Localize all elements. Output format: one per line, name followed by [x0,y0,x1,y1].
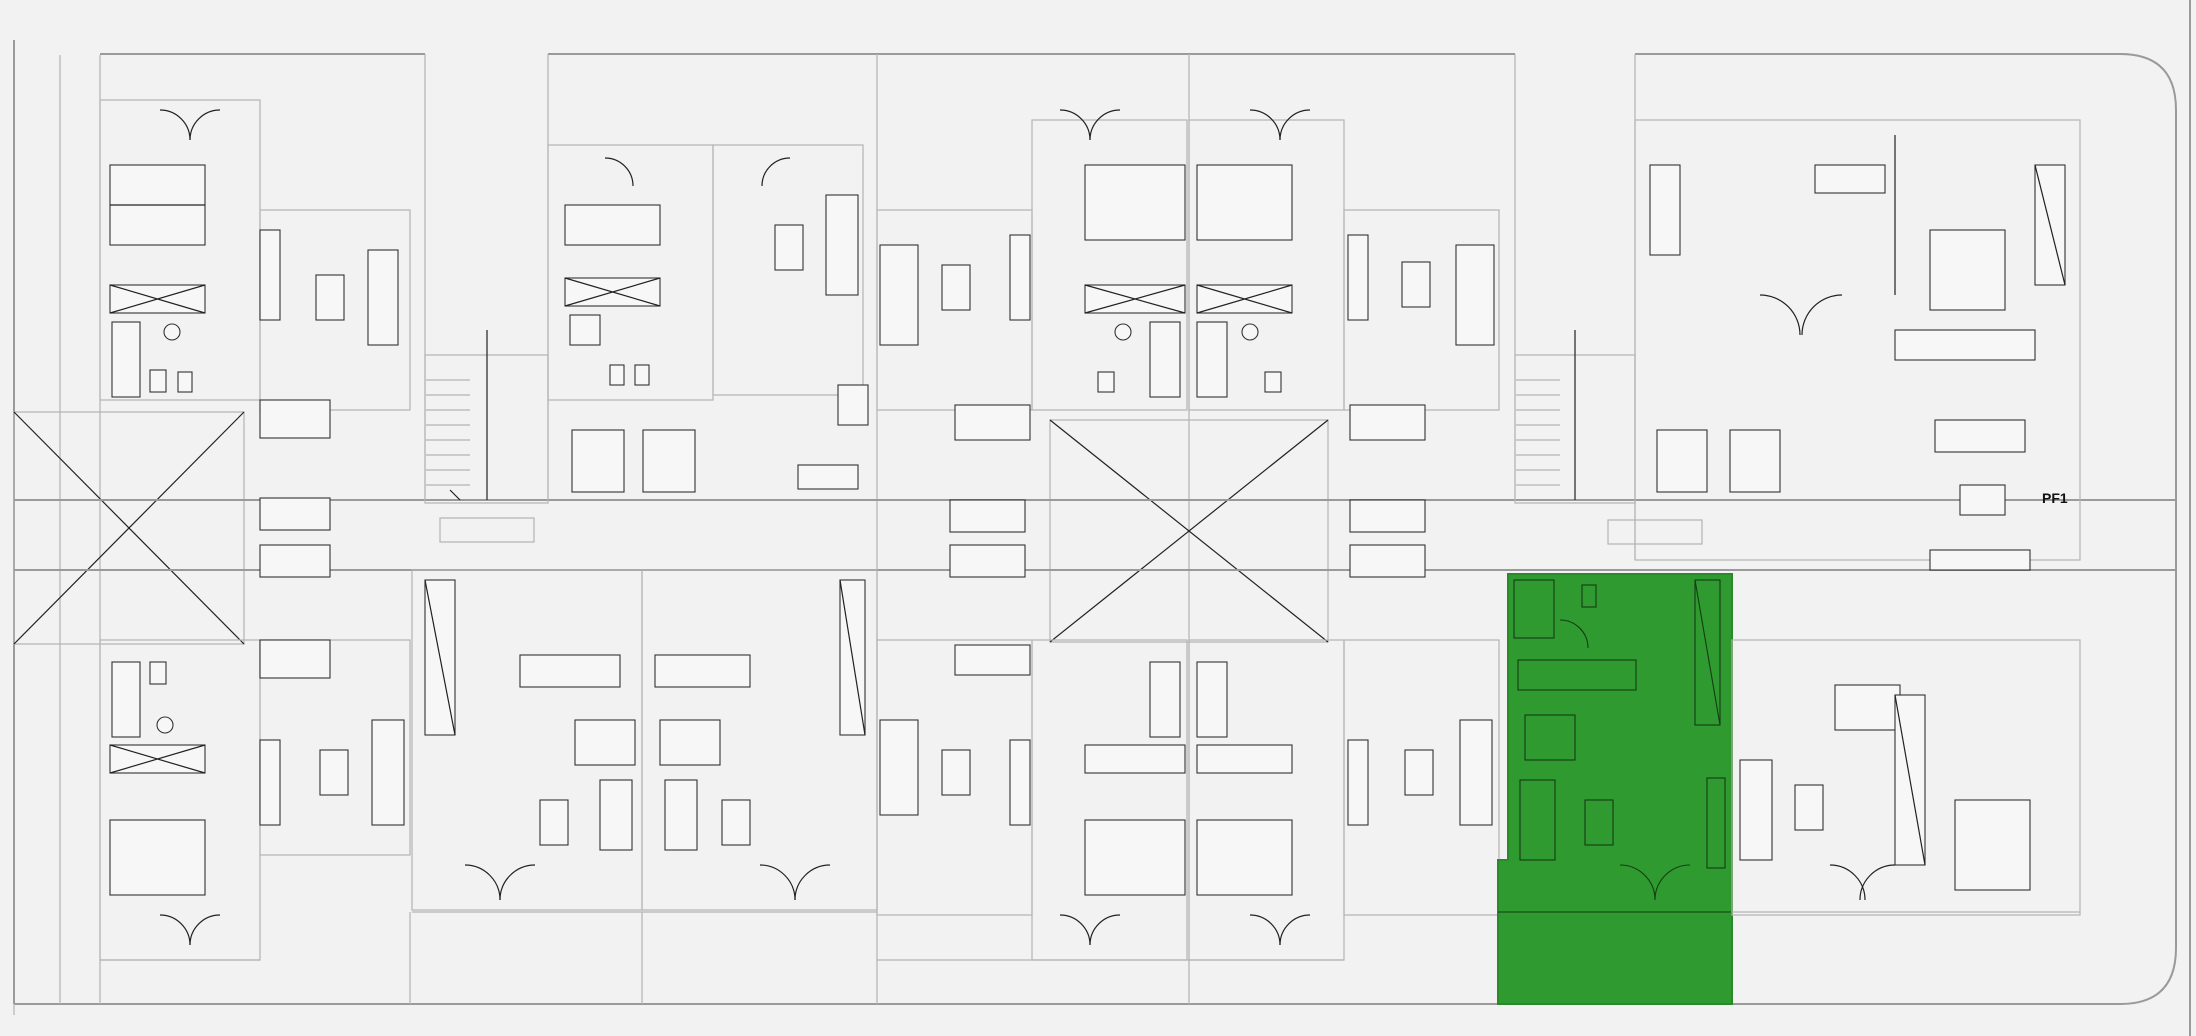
apartment-upper-1 [99,99,411,578]
balconies [100,911,2080,1004]
light-well-left [13,411,245,645]
apartment-upper-5: PF1 [1634,119,2081,571]
apartment-upper-3 [876,109,1188,578]
apartment-lower-4 [1188,639,1500,961]
floor-label: PF1 [2042,490,2068,506]
apartment-upper-2 [547,144,869,490]
highlighted-apartment[interactable] [1497,573,1733,1005]
light-well-center [1049,419,1329,643]
staircase-right [1514,330,1636,504]
elevators-right [1656,429,1781,493]
apartment-lower-5 [1731,639,2081,916]
elevators-left [571,429,696,493]
apartment-lower-3 [876,639,1188,961]
corridor [14,499,2176,571]
apartment-upper-4 [1188,109,1500,578]
apartment-lower-1 [99,639,411,961]
apartment-lower-2 [411,569,878,911]
staircase-left [424,330,549,504]
